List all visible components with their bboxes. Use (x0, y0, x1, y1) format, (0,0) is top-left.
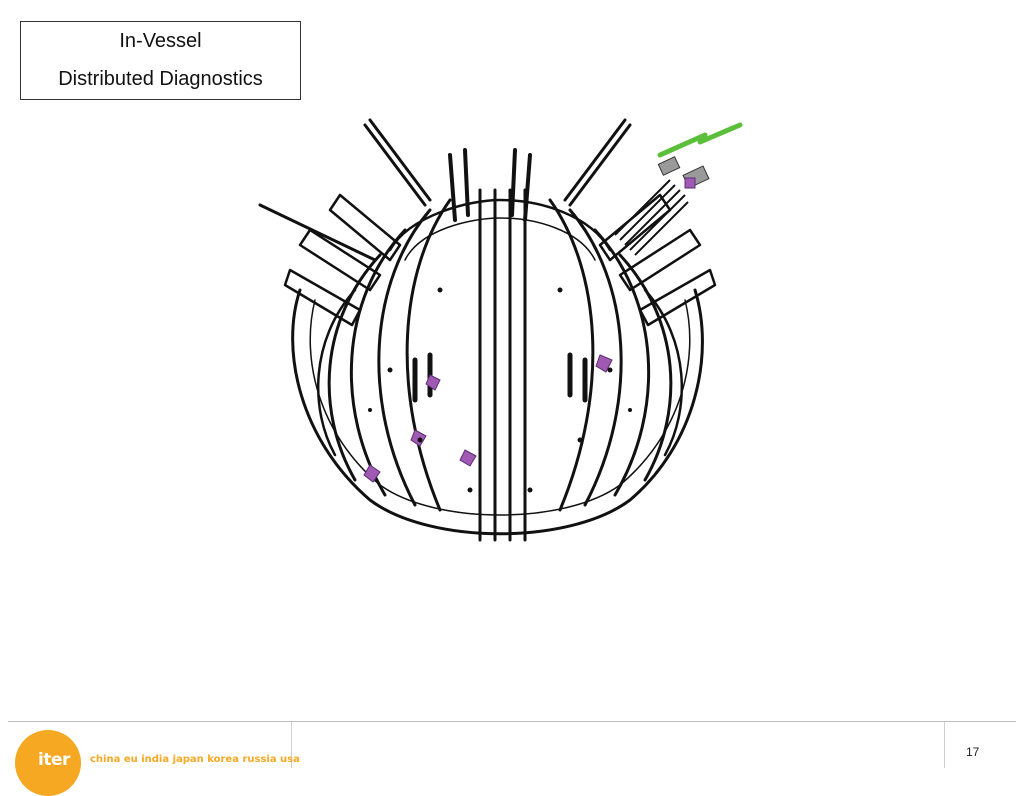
page-number: 17 (966, 745, 980, 759)
footer-separator-left (291, 722, 292, 768)
slide-title-line1: In-Vessel (119, 30, 202, 52)
slide-title-line2: Distributed Diagnostics (58, 68, 263, 90)
vessel-outline (291, 288, 704, 536)
footer-divider (8, 721, 1016, 722)
tokamak-vessel-diagram (258, 118, 743, 542)
logo-text: iter (38, 750, 70, 770)
member-countries-tagline: china eu india japan korea russia usa (90, 754, 300, 765)
footer-separator-right (944, 722, 945, 768)
title-box: In-Vessel Distributed Diagnostics (20, 21, 301, 100)
